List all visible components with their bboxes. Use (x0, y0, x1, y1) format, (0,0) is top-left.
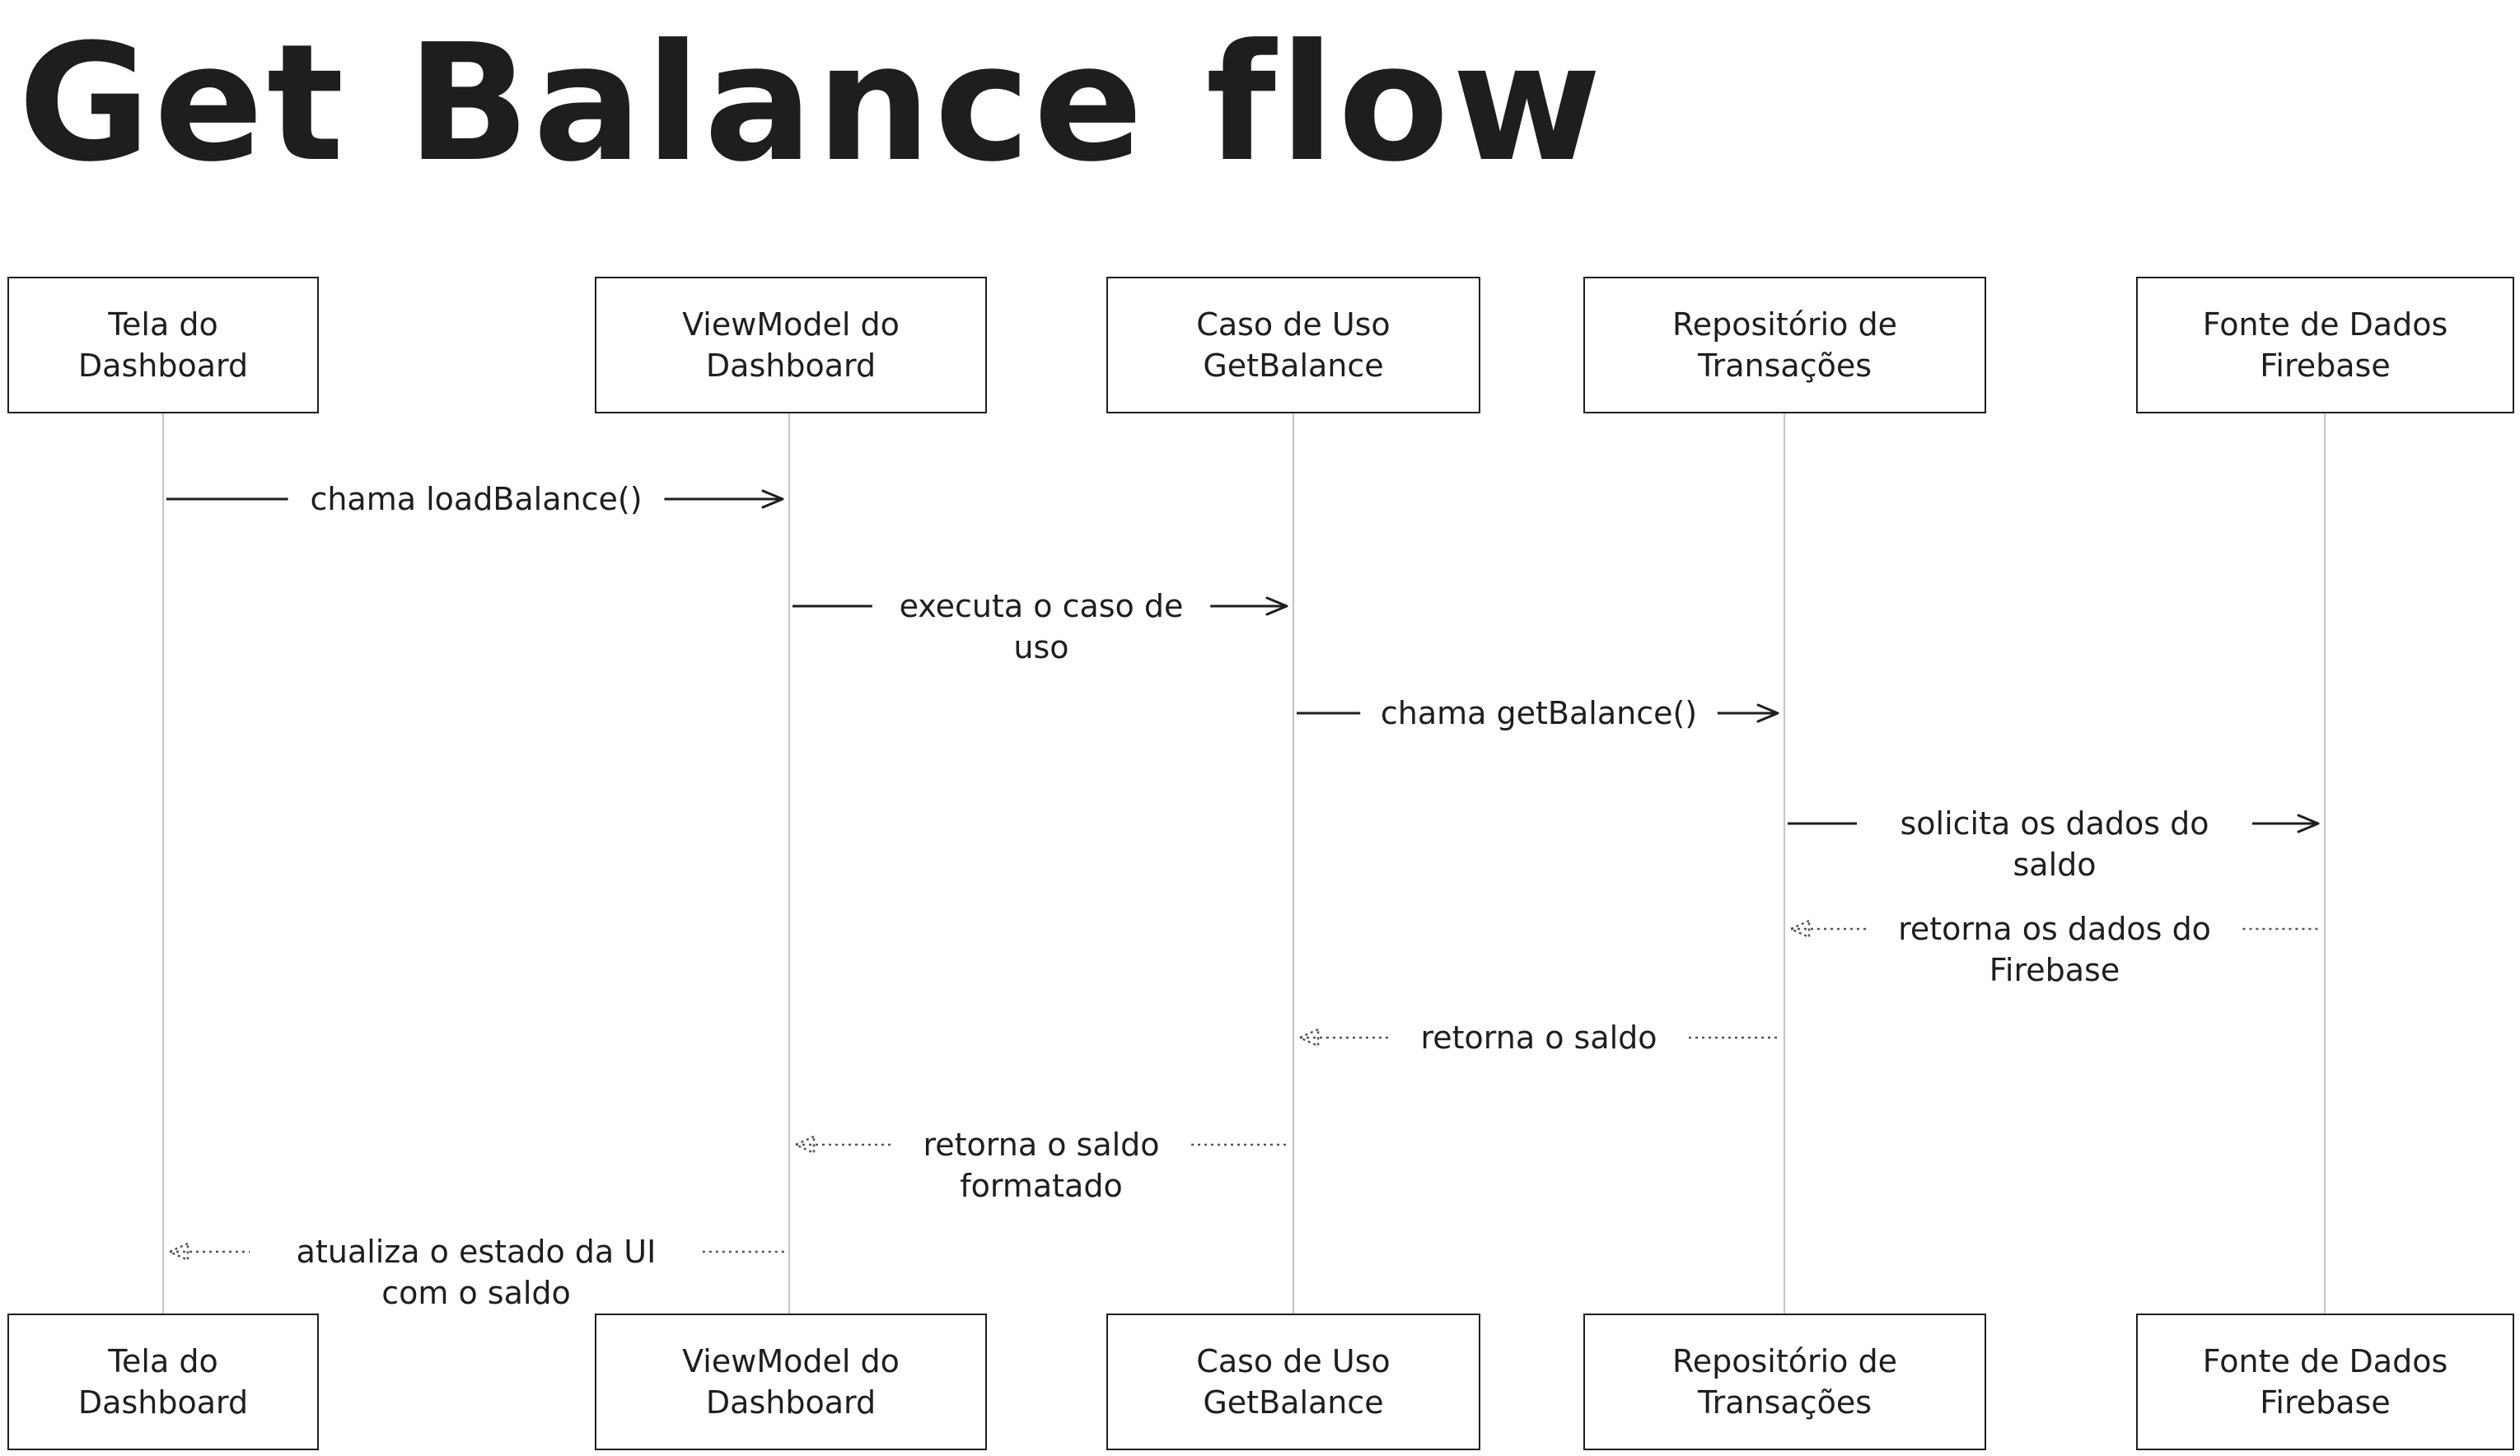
participant-top-tela: Tela do Dashboard (7, 277, 319, 413)
participant-label: Firebase (2260, 1384, 2390, 1421)
participant-label: Fonte de Dados (2203, 1343, 2448, 1379)
message-label: retorna o saldo (923, 1127, 1159, 1163)
message-3: chama getBalance() (1297, 695, 1779, 731)
participant-label: ViewModel do (682, 306, 900, 343)
participant-label: Firebase (2260, 348, 2390, 384)
participant-box (2136, 1314, 2514, 1450)
participants-top: Tela do Dashboard ViewModel do Dashboard Cas… (7, 277, 2514, 413)
message-2: executa o caso de uso (792, 588, 1288, 665)
message-label: retorna o saldo (1420, 1020, 1657, 1056)
participant-label: GetBalance (1203, 1384, 1383, 1421)
participant-top-viewmodel: ViewModel do Dashboard (595, 277, 987, 413)
participant-bottom-viewmodel: ViewModel do Dashboard (595, 1314, 987, 1450)
arrowhead (761, 489, 784, 509)
message-label: retorna os dados do (1898, 911, 2211, 947)
participant-label: Dashboard (706, 348, 876, 384)
participant-box (1583, 277, 1986, 413)
participant-box (1583, 1314, 1986, 1450)
message-label: formatado (960, 1168, 1122, 1204)
participant-label: GetBalance (1203, 348, 1383, 384)
arrowhead (2297, 814, 2320, 833)
arrowhead-return (1297, 1028, 1320, 1048)
participant-label: Transações (1697, 348, 1872, 384)
participant-box (1106, 277, 1480, 413)
arrowhead-return (166, 1242, 189, 1262)
participant-box (1106, 1314, 1480, 1450)
participant-label: Dashboard (706, 1384, 876, 1421)
message-label: solicita os dados do (1900, 805, 2209, 842)
participant-label: Repositório de (1672, 1343, 1897, 1379)
participant-label: Tela do (107, 306, 217, 343)
participant-label: ViewModel do (682, 1343, 900, 1379)
participant-label: Fonte de Dados (2203, 306, 2448, 343)
message-label: chama getBalance() (1381, 695, 1697, 731)
message-8: atualiza o estado da UI com o saldo (166, 1234, 786, 1311)
message-7: retorna o saldo formatado (792, 1127, 1290, 1204)
message-label: chama loadBalance() (310, 481, 642, 517)
message-label: com o saldo (381, 1275, 571, 1311)
participant-bottom-tela: Tela do Dashboard (7, 1314, 319, 1450)
messages: chama loadBalance() executa o caso de uso c… (166, 481, 2321, 1311)
page-title: Get Balance flow (18, 10, 1605, 198)
message-label: saldo (2013, 847, 2096, 883)
arrowhead-return (792, 1135, 816, 1155)
participant-label: Transações (1697, 1384, 1872, 1421)
participant-box (595, 277, 987, 413)
participant-box (595, 1314, 987, 1450)
message-label: Firebase (1989, 952, 2120, 988)
arrowhead (1756, 703, 1779, 723)
participant-box (2136, 277, 2514, 413)
message-5: retorna os dados do Firebase (1788, 911, 2321, 988)
message-label: executa o caso de (900, 588, 1184, 624)
participant-top-repo: Repositório de Transações (1583, 277, 1986, 413)
message-1: chama loadBalance() (166, 481, 784, 517)
message-label: uso (1013, 629, 1068, 665)
participant-bottom-repo: Repositório de Transações (1583, 1314, 1986, 1450)
participant-label: Caso de Uso (1196, 1343, 1390, 1379)
participant-label: Tela do (107, 1343, 217, 1379)
participants-bottom: Tela do Dashboard ViewModel do Dashboard Cas… (7, 1314, 2514, 1450)
message-6: retorna o saldo (1297, 1020, 1781, 1056)
arrowhead (1265, 596, 1288, 616)
lifelines (162, 413, 2326, 1314)
participant-label: Caso de Uso (1196, 306, 1390, 343)
message-label: atualiza o estado da UI (297, 1234, 657, 1270)
message-4: solicita os dados do saldo (1788, 805, 2320, 883)
participant-label: Dashboard (78, 348, 248, 384)
arrowhead-return (1788, 919, 1811, 939)
participant-label: Dashboard (78, 1384, 248, 1421)
participant-label: Repositório de (1672, 306, 1897, 343)
participant-box (7, 277, 319, 413)
participant-box (7, 1314, 319, 1450)
